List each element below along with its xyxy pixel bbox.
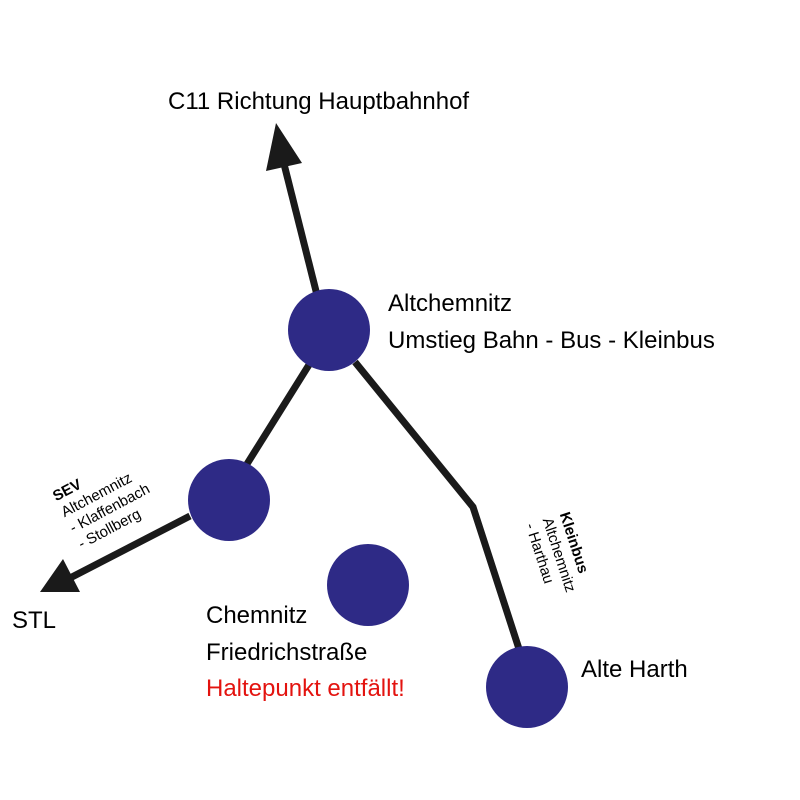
line-altchemnitz-sev (239, 358, 315, 474)
label-friedrichstrasse: Friedrichstraße (206, 639, 368, 666)
station-alte-harth (486, 646, 568, 728)
station-sev (188, 459, 270, 541)
label-altchemnitz-transfer: Umstieg Bahn - Bus - Kleinbus (388, 327, 715, 354)
station-altchemnitz (288, 289, 370, 371)
station-friedrichstrasse (327, 544, 409, 626)
label-chemnitz: Chemnitz (206, 602, 308, 629)
line-kleinbus (352, 359, 524, 654)
label-stl: STL (12, 607, 57, 634)
line-to-hauptbahnhof (279, 159, 321, 296)
label-haltepunkt-entfaellt: Haltepunkt entfällt! (206, 675, 405, 702)
label-hauptbahnhof: C11 Richtung Hauptbahnhof (168, 88, 470, 115)
arrow-north-icon (266, 123, 302, 171)
label-alte-harth: Alte Harth (581, 656, 688, 683)
arrow-stl-icon (40, 559, 80, 592)
line-sev-to-stl (68, 512, 192, 582)
label-altchemnitz: Altchemnitz (388, 290, 513, 317)
